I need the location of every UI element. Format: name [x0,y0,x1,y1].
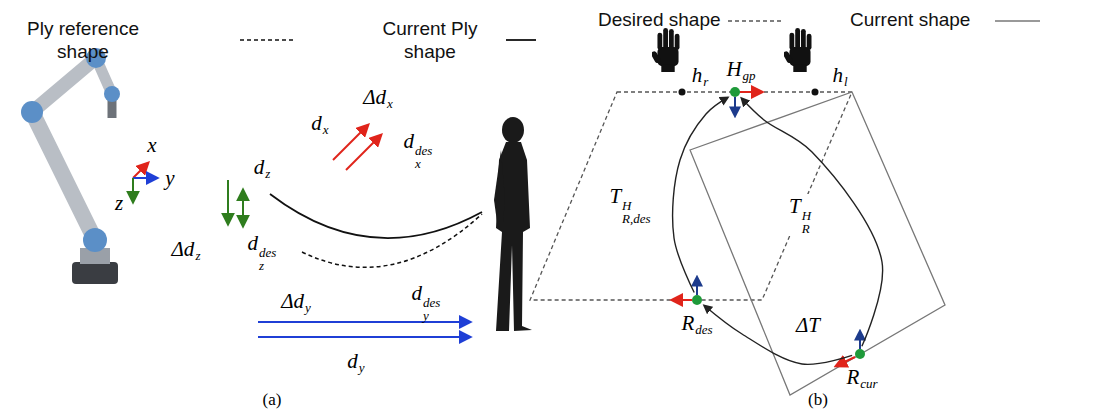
grasp-point [812,89,819,96]
panel-label: (b) [808,390,828,410]
frame-axis [836,357,855,366]
point-label: Rdes [681,311,712,337]
frame-point: Hgp [729,86,741,98]
legend-item: Desired shape [598,9,721,32]
frame-point: Rdes [691,294,703,306]
point-dot [855,349,865,359]
robot-arm [21,48,120,284]
axis-arrow [132,178,134,202]
symbol-label: z [115,191,123,216]
point-dot [730,87,740,97]
legend-text: Ply reference shape [27,18,139,62]
panel-label: (a) [263,390,282,410]
edge-label: ΔT [794,313,822,338]
transform-arrow [704,305,852,364]
hand-icon [650,28,679,72]
symbol-label: dzdes [248,231,277,273]
legend-text: Current shape [850,9,970,30]
symbol-label: dy [347,349,364,375]
frame-point: Rcur [854,348,866,360]
point-dot [692,295,702,305]
offset-arrow [227,180,229,224]
frame-axis [734,97,736,116]
edge-label: TR,desH [607,184,652,226]
reference-ply [302,214,482,267]
human-silhouette [494,117,532,331]
frame-axis [696,277,698,295]
symbol-label: dz [254,155,271,181]
legend-item: Current shape [850,9,970,32]
symbol-label: dx [311,111,328,137]
offset-arrow [333,125,368,160]
symbol-label: dydes [412,281,441,323]
desired-shape [530,92,852,300]
offset-arrow [242,190,244,226]
point-label: Rcur [846,365,877,391]
symbol-label: x [147,133,156,158]
offset-arrow [258,321,470,323]
symbol-label: Δdx [363,85,393,111]
symbol-label: Δdy [281,289,311,315]
legend-text: Current Ply shape [382,18,477,62]
offset-arrow [258,336,470,338]
legend-sample [506,39,536,41]
axis-arrow [133,163,148,178]
transform-arrow [741,98,882,346]
transform-arrow [673,97,728,292]
hand-icon [782,28,811,72]
frame-axis [740,91,762,93]
symbol-label: Δdz [172,237,201,263]
symbol-label: dxdes [404,129,433,171]
point-label: Hgp [726,57,755,83]
frame-axis [859,331,861,349]
current-shape [690,92,945,395]
offset-arrow [346,135,381,170]
legend-item: Current Ply shape [380,18,480,64]
axis-arrow [133,177,157,179]
symbol-label: hl [832,63,847,89]
edge-label: TRH [787,194,813,236]
legend-sample [995,20,1040,22]
current-ply [270,194,482,238]
legend-item: Ply reference shape [8,18,158,64]
legend-text: Desired shape [598,9,721,30]
symbol-label: y [165,166,174,191]
symbol-label: hr [692,63,709,89]
frame-axis [672,299,692,301]
legend-sample [728,20,782,22]
grasp-point [679,89,686,96]
legend-sample [240,39,296,41]
